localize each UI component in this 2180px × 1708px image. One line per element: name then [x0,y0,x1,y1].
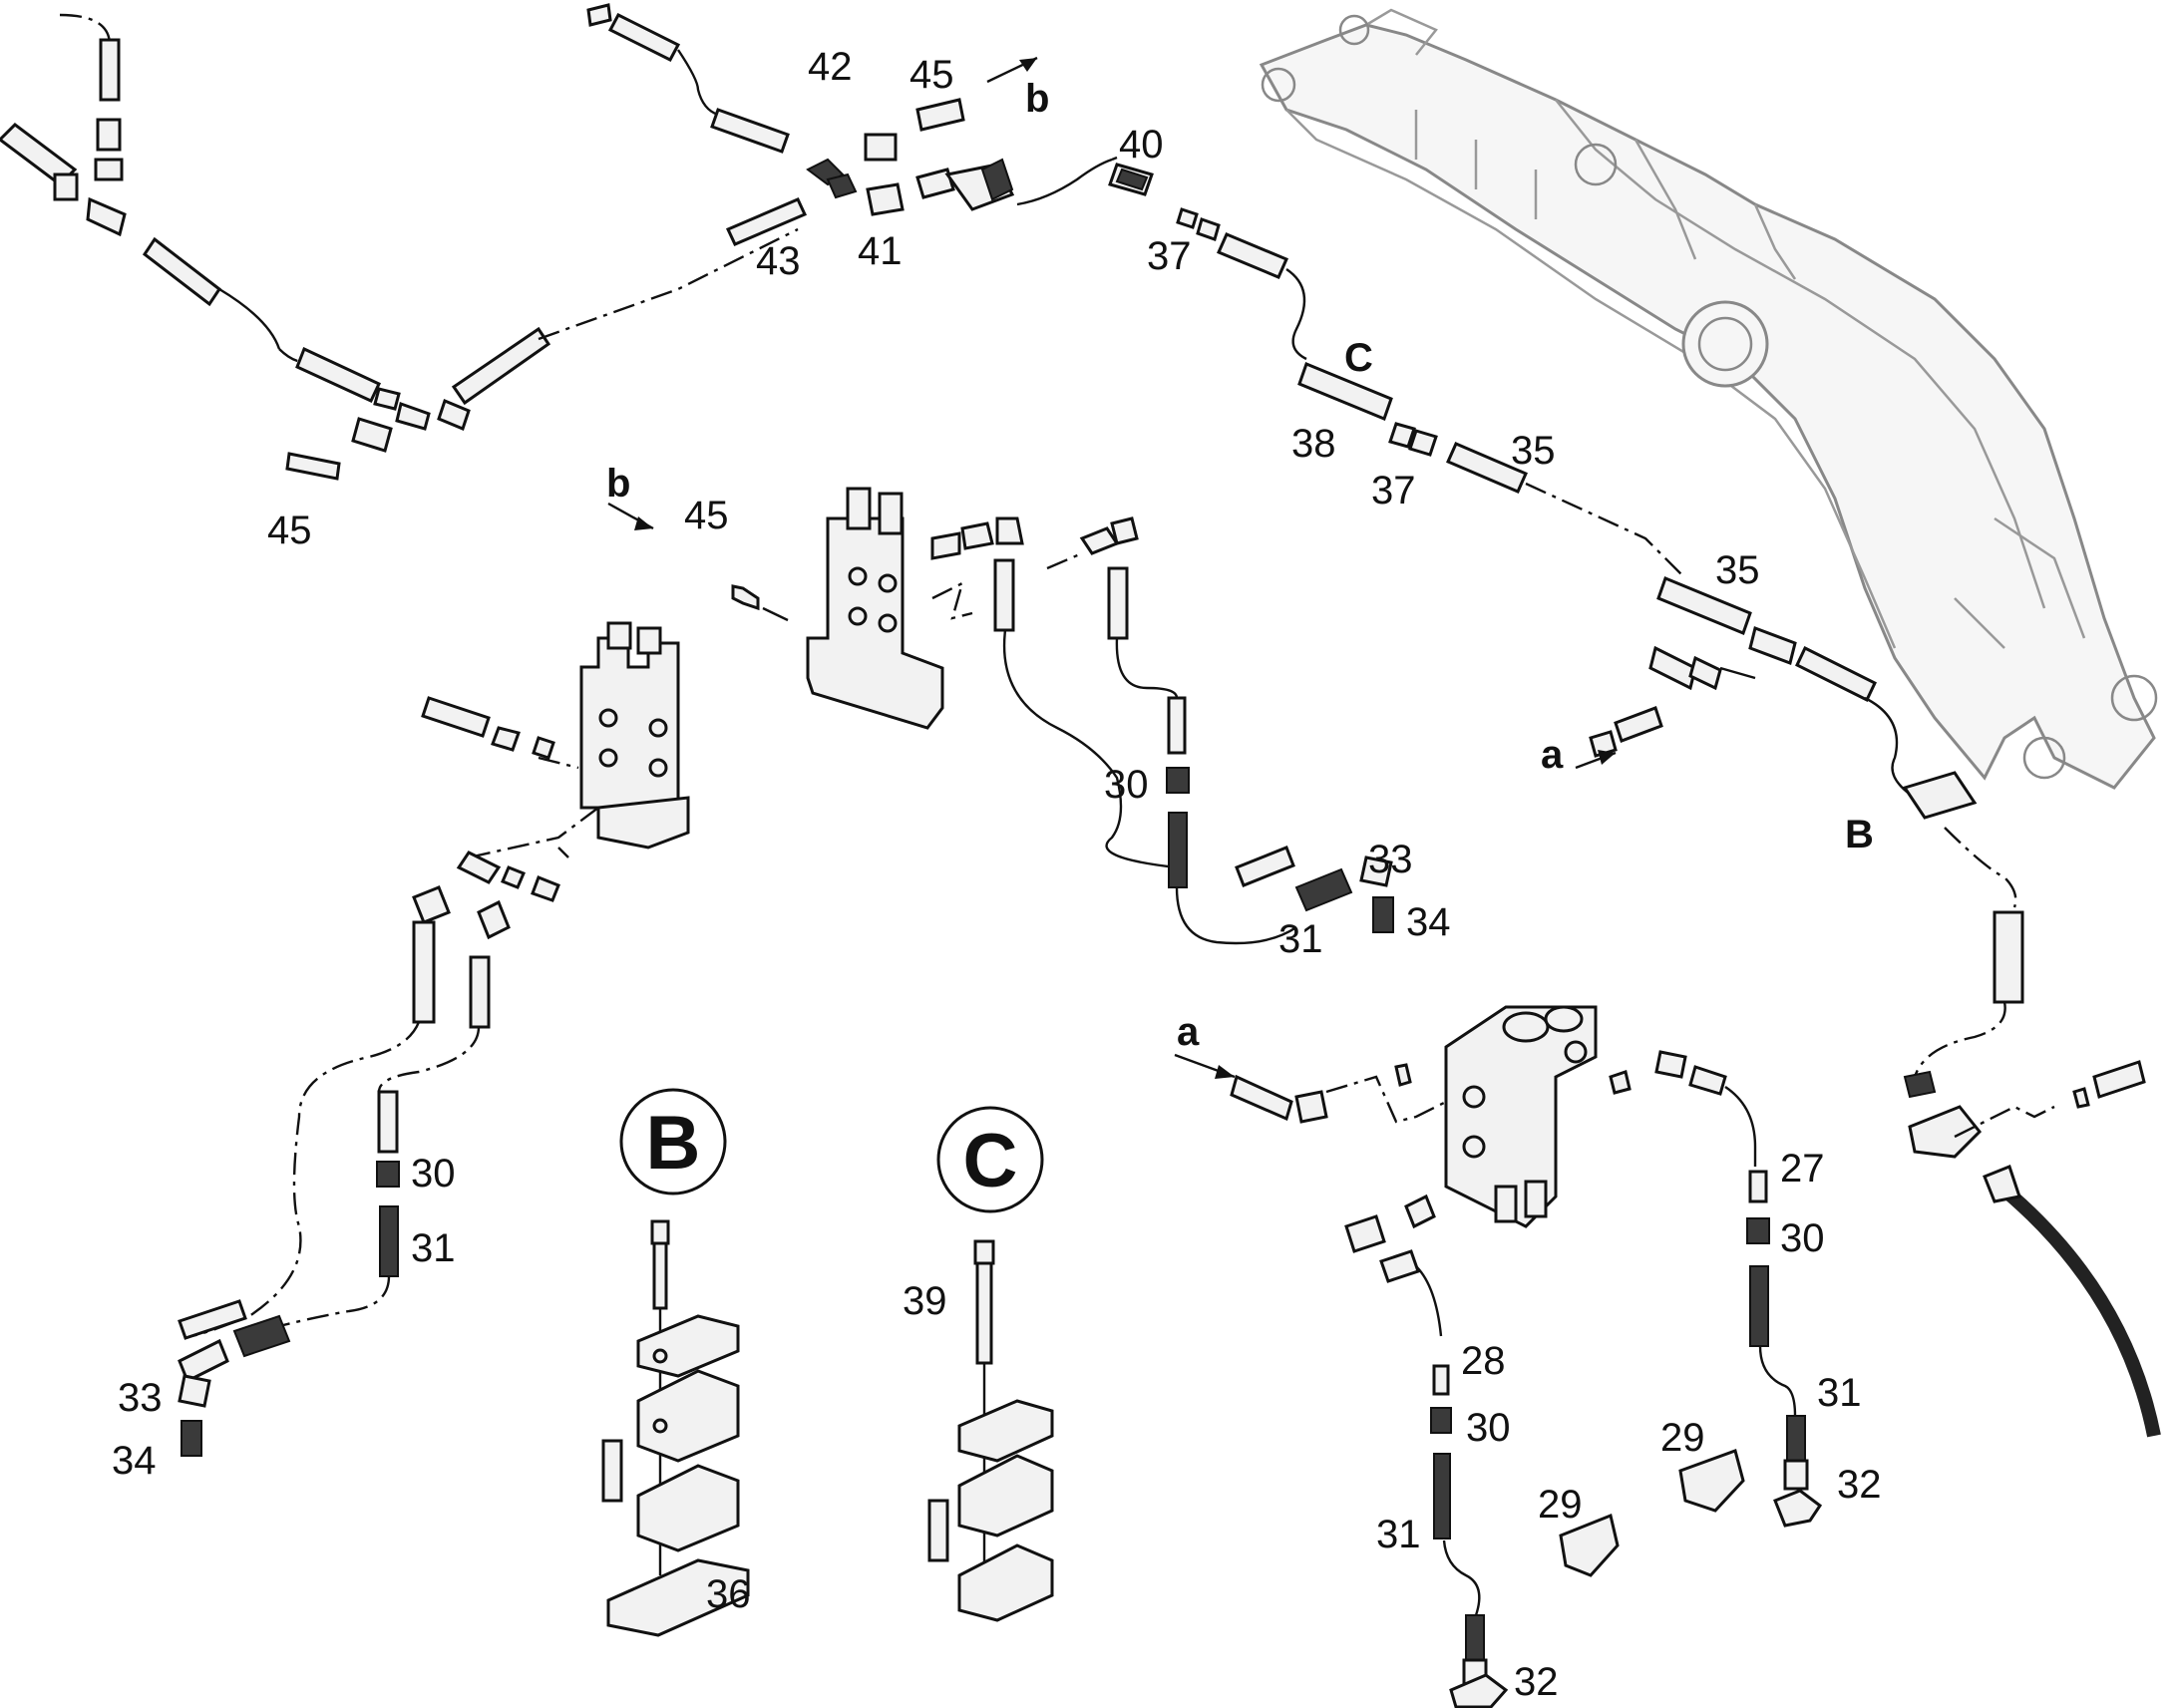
ref-b-left: b [606,462,630,506]
detail-b-clamp-exploded [601,1219,750,1637]
callout-38: 38 [1291,422,1336,466]
ref-a-right: a [1541,733,1564,777]
center-distributor-valve [731,487,1187,869]
detail-b-badge: B [619,1088,727,1196]
callout-33: 33 [118,1376,163,1420]
flow-references: b b a a C B [606,56,1874,1079]
upper-left-lines [0,3,808,481]
callout-33: 33 [1368,838,1413,881]
callout-42: 42 [808,45,853,89]
left-distributor-valve [178,621,690,1340]
svg-text:C: C [963,1119,1018,1203]
ref-a-bottom: a [1177,1010,1200,1054]
top-cross-fitting-group [806,98,1916,799]
callout-34: 34 [1406,900,1451,944]
callout-45: 45 [267,509,312,552]
svg-text:B: B [646,1101,701,1186]
callout-36: 36 [706,1572,751,1616]
callout-32: 32 [1514,1660,1559,1704]
ref-b-small: B [1845,813,1874,856]
ref-b-top: b [1025,77,1049,121]
callout-45: 45 [684,494,729,537]
callout-43: 43 [756,239,801,283]
callout-29: 29 [1660,1416,1705,1460]
callout-32: 32 [1837,1463,1882,1507]
callout-31: 31 [1817,1371,1862,1415]
callout-31: 31 [411,1226,456,1270]
callout-30: 30 [1466,1406,1511,1450]
callout-27: 27 [1780,1147,1825,1191]
right-distributor-valve [1230,1005,1757,1337]
callout-35: 35 [1511,429,1556,473]
callout-29: 29 [1538,1483,1583,1527]
callout-40: 40 [1119,123,1164,167]
callout-30: 30 [411,1152,456,1196]
callout-34: 34 [112,1439,157,1483]
callout-31: 31 [1376,1513,1421,1556]
right-lower-fittings [1430,1170,1823,1708]
callout-41: 41 [858,229,903,273]
ref-c-small: C [1344,336,1373,380]
callout-37: 37 [1147,234,1192,278]
callout-37: 37 [1371,469,1416,512]
detail-c-badge: C [936,1106,1044,1213]
callout-39: 39 [903,1279,947,1323]
right-upper-assembly [1589,645,2161,1438]
callout-45: 45 [909,53,954,97]
part-callouts: 42 45 40 43 41 37 38 37 35 35 45 45 30 3… [112,45,1882,1704]
callout-35: 35 [1715,548,1760,592]
center-lower-fittings [1166,767,1394,945]
loader-boom-arm [1259,8,2158,790]
left-lower-fittings [178,1161,400,1457]
callout-31: 31 [1278,917,1323,961]
callout-28: 28 [1461,1339,1506,1383]
callout-30: 30 [1780,1216,1825,1260]
callout-30: 30 [1104,763,1149,807]
detail-c-clamp-exploded [927,1239,1054,1622]
